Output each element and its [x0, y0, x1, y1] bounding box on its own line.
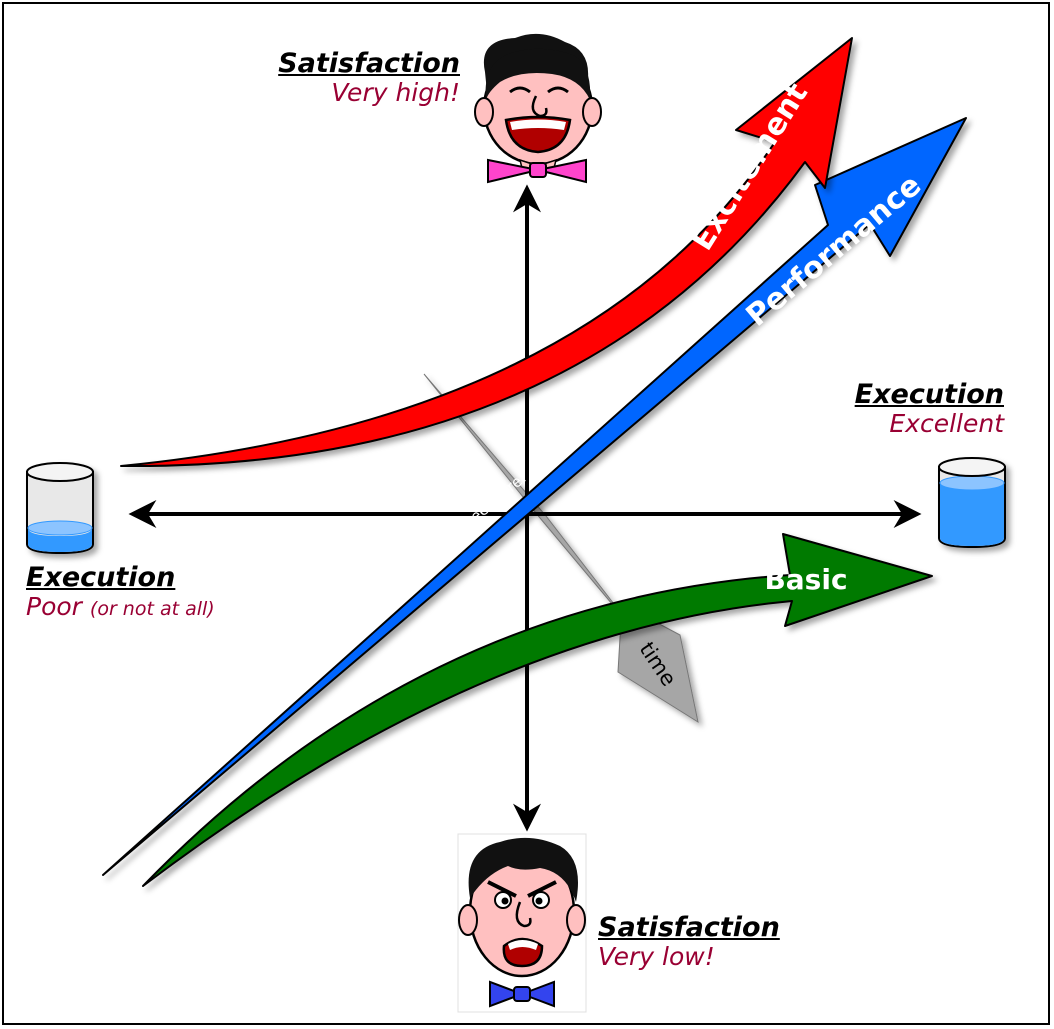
basic-curve	[142, 533, 933, 887]
bottom-satisfaction-title: Satisfaction	[598, 912, 780, 943]
left-execution-title: Execution	[26, 562, 176, 593]
top-satisfaction-title: Satisfaction	[278, 48, 460, 79]
angry-face-icon	[458, 837, 586, 1008]
performance-curve	[102, 117, 967, 876]
basic-label: Basic	[764, 563, 847, 596]
left-execution-poor: Poor	[26, 592, 82, 622]
left-execution-subtitle: Poor (or not at all)	[26, 592, 215, 622]
top-axis-caption: Satisfaction Very high!	[278, 48, 460, 108]
top-satisfaction-subtitle: Very high!	[331, 78, 460, 108]
right-axis-caption: Execution Excellent	[855, 379, 1004, 439]
excitement-curve	[120, 37, 853, 468]
bottom-satisfaction-subtitle: Very low!	[598, 942, 715, 972]
full-glass-icon	[938, 457, 1006, 549]
time-arrow	[423, 373, 699, 724]
right-execution-title: Execution	[854, 379, 1004, 410]
bottom-axis-caption: Satisfaction Very low!	[598, 912, 780, 972]
happy-face-icon	[474, 33, 602, 184]
left-execution-note: (or not at all)	[89, 598, 215, 621]
empty-glass-icon	[26, 462, 94, 555]
left-axis-caption: Execution Poor (or not at all)	[26, 562, 215, 622]
right-execution-subtitle: Excellent	[889, 409, 1004, 439]
